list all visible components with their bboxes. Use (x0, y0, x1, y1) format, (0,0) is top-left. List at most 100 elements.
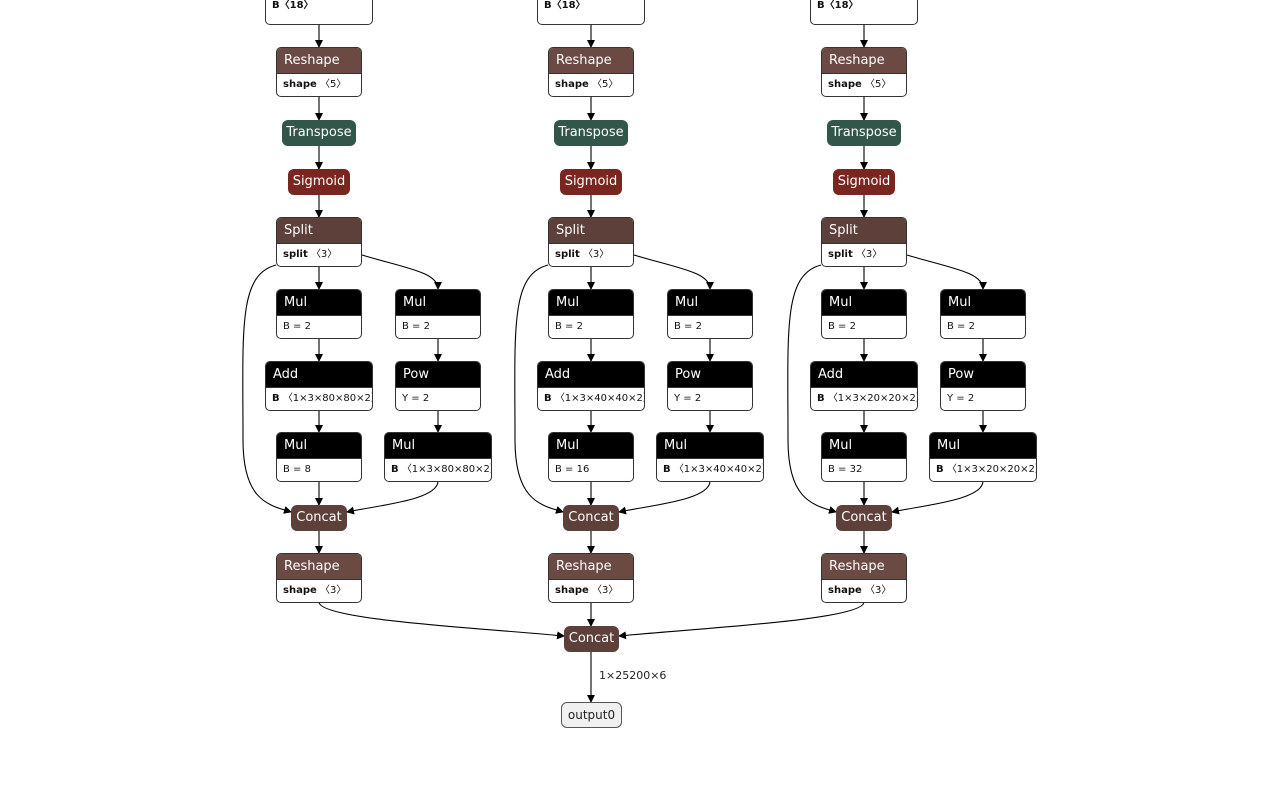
head3-reshape-out-node-attribute-name: shape (828, 585, 862, 596)
head3-mul-wh-node[interactable]: Mul B = 2 (940, 289, 1026, 339)
head2-mul-anchor-node-title: Mul (657, 433, 763, 458)
final-concat-node[interactable]: Concat (564, 626, 619, 652)
head1-reshape-node-title: Reshape (277, 48, 361, 73)
head3-reshape-node-attribute-value: 〈5〉 (864, 79, 892, 90)
head3-reshape-out-node[interactable]: Reshape shape 〈3〉 (821, 553, 907, 603)
head3-conv-node[interactable]: W〈18×512×1×1〉B〈18〉 (810, 0, 918, 25)
head2-conv-node-attribute-value: B〈18〉 (544, 0, 586, 11)
head1-mul-wh-node-attribute: B = 2 (396, 315, 480, 338)
head1-mul-anchor-node-title: Mul (385, 433, 491, 458)
head2-split-node-attribute-value: 〈3〉 (582, 249, 610, 260)
head3-concat-node[interactable]: Concat (836, 505, 892, 531)
head1-pow-node-attribute-value: Y = 2 (402, 393, 430, 404)
head3-transpose-node[interactable]: Transpose (827, 120, 901, 146)
head2-transpose-node[interactable]: Transpose (554, 120, 628, 146)
head1-reshape-out-node-attribute: shape 〈3〉 (277, 579, 361, 602)
head1-mul-anchor-node-attribute-value: 〈1×3×80×80×2〉 (401, 464, 492, 475)
head3-edge (787, 264, 837, 514)
head1-split-node-attribute-value: 〈3〉 (310, 249, 338, 260)
head1-reshape-out-node-attribute-value: 〈3〉 (319, 585, 347, 596)
head2-sigmoid-node[interactable]: Sigmoid (560, 169, 622, 195)
head3-split-node-title: Split (822, 218, 906, 243)
head2-reshape-node-attribute: shape 〈5〉 (549, 73, 633, 96)
head1-concat-node[interactable]: Concat (291, 505, 347, 531)
head3-mul-wh-node-title: Mul (941, 290, 1025, 315)
head3-reshape-out-node-attribute-value: 〈3〉 (864, 585, 892, 596)
head3-add-grid-node-attribute-name: B (817, 393, 825, 404)
head1-mul-xy-node-title: Mul (277, 290, 361, 315)
head2-add-grid-node-title: Add (538, 362, 644, 387)
output-node[interactable]: output0 (561, 702, 622, 728)
head2-mul-stride-node-title: Mul (549, 433, 633, 458)
head3-pow-node-attribute: Y = 2 (941, 387, 1025, 410)
head1-conv-node-attribute-value: B〈18〉 (272, 0, 314, 11)
head2-add-grid-node-attribute-value: 〈1×3×40×40×2〉 (554, 393, 645, 404)
head2-reshape-node-title: Reshape (549, 48, 633, 73)
head2-concat-node[interactable]: Concat (563, 505, 619, 531)
head3-edge (906, 254, 987, 290)
head3-sigmoid-node[interactable]: Sigmoid (833, 169, 895, 195)
head3-split-node-attribute: split 〈3〉 (822, 243, 906, 266)
head1-transpose-node[interactable]: Transpose (282, 120, 356, 146)
head1-reshape-out-node-title: Reshape (277, 554, 361, 579)
head2-reshape-out-node-attribute-value: 〈3〉 (591, 585, 619, 596)
head1-mul-anchor-node-attribute-name: B (391, 464, 399, 475)
head3-mul-stride-node-attribute-value: B = 32 (828, 464, 863, 475)
head1-edge (346, 480, 439, 515)
head2-conv-node-attribute: B〈18〉 (538, 0, 644, 15)
head2-split-node-attribute: split 〈3〉 (549, 243, 633, 266)
head1-edge (242, 264, 292, 514)
head3-mul-stride-node-title: Mul (822, 433, 906, 458)
head1-mul-wh-node-title: Mul (396, 290, 480, 315)
head3-reshape-out-node-title: Reshape (822, 554, 906, 579)
head3-conv-node-attribute-value: B〈18〉 (817, 0, 859, 11)
head2-mul-anchor-node-attribute: B 〈1×3×40×40×2〉 (657, 458, 763, 481)
head2-edge (633, 254, 714, 290)
head2-add-grid-node-attribute: B 〈1×3×40×40×2〉 (538, 387, 644, 410)
head2-split-node-title: Split (549, 218, 633, 243)
head3-split-node-attribute-name: split (828, 249, 853, 260)
head2-mul-wh-node-attribute: B = 2 (668, 315, 752, 338)
head3-mul-stride-node-attribute: B = 32 (822, 458, 906, 481)
head1-sigmoid-node[interactable]: Sigmoid (288, 169, 350, 195)
head2-conv-node[interactable]: W〈18×256×1×1〉B〈18〉 (537, 0, 645, 25)
head2-pow-node-attribute: Y = 2 (668, 387, 752, 410)
head1-reshape-node-attribute-name: shape (283, 79, 317, 90)
head3-mul-xy-node-attribute-value: B = 2 (828, 321, 856, 332)
head1-conv-node[interactable]: W〈18×128×1×1〉B〈18〉 (265, 0, 373, 25)
head1-add-grid-node-attribute: B 〈1×3×80×80×2〉 (266, 387, 372, 410)
head2-mul-xy-node-attribute-value: B = 2 (555, 321, 583, 332)
head2-mul-wh-node-attribute-value: B = 2 (674, 321, 702, 332)
head3-mul-wh-node-attribute: B = 2 (941, 315, 1025, 338)
head3-mul-stride-node[interactable]: Mul B = 32 (821, 432, 907, 482)
final-concat-edge (318, 601, 565, 640)
head3-mul-anchor-node-attribute-value: 〈1×3×20×20×2〉 (946, 464, 1037, 475)
head3-conv-node-attribute: B〈18〉 (811, 0, 917, 15)
head3-mul-wh-node-attribute-value: B = 2 (947, 321, 975, 332)
